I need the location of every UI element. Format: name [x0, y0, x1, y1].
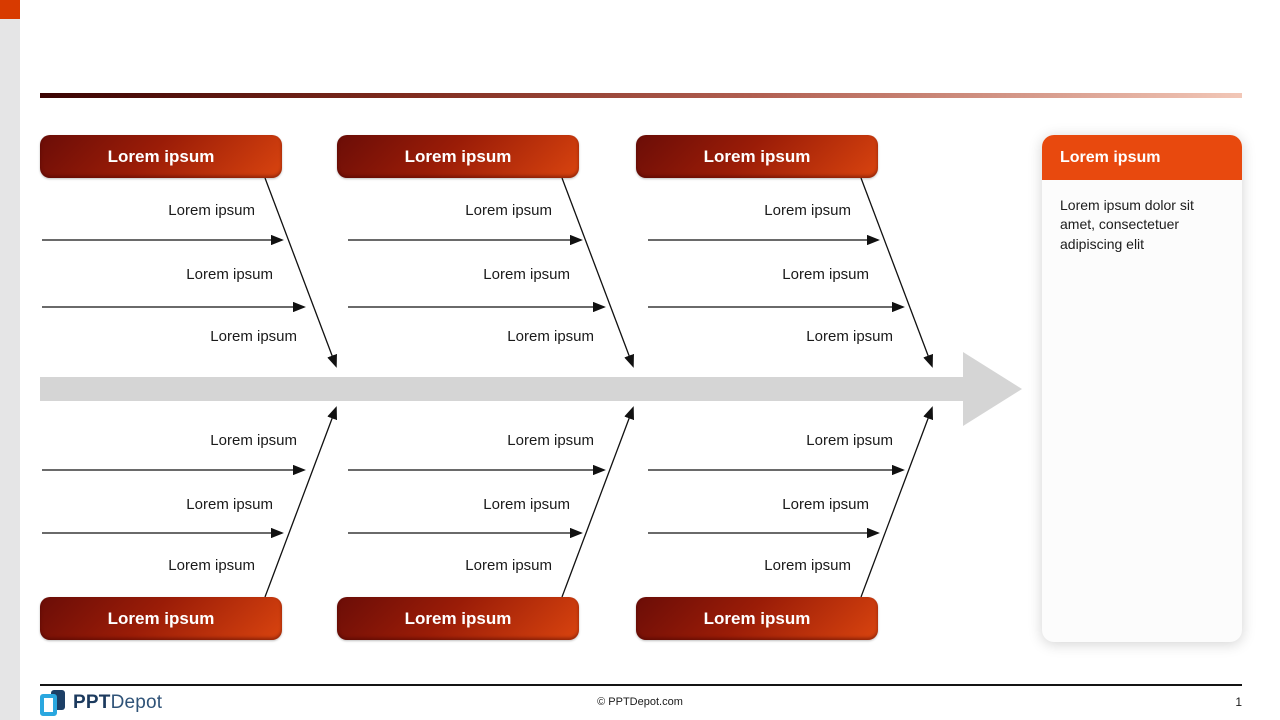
pptdepot-logo-icon [40, 690, 65, 716]
cause-box-top-3: Lorem ipsum [636, 135, 878, 178]
top-gradient-rule [40, 93, 1242, 98]
branch-label: Lorem ipsum [483, 496, 570, 513]
page-number: 1 [1235, 695, 1242, 709]
branch-label: Lorem ipsum [507, 328, 594, 345]
diagonal-top-1 [264, 177, 337, 368]
info-panel-title: Lorem ipsum [1042, 135, 1242, 180]
branch-label: Lorem ipsum [806, 328, 893, 345]
branch-label: Lorem ipsum [782, 496, 869, 513]
cause-box-top-2: Lorem ipsum [337, 135, 579, 178]
branch-zone-bottom-1: Lorem ipsum Lorem ipsum Lorem ipsum [40, 430, 300, 585]
brand-name: PPTDepot [73, 692, 162, 714]
diagonal-top-2 [561, 177, 634, 368]
diagonal-bottom-3 [860, 406, 933, 598]
cause-box-bottom-1: Lorem ipsum [40, 597, 282, 640]
branch-label: Lorem ipsum [210, 432, 297, 449]
footer-divider [40, 684, 1242, 686]
brand-name-light: Depot [110, 692, 163, 713]
branch-label: Lorem ipsum [465, 202, 552, 219]
branch-label: Lorem ipsum [483, 266, 570, 283]
corner-accent-square [0, 0, 20, 19]
cause-box-bottom-3: Lorem ipsum [636, 597, 878, 640]
branch-zone-top-2: Lorem ipsum Lorem ipsum Lorem ipsum [337, 195, 597, 355]
left-edge-strip [0, 19, 20, 720]
diagonal-top-3 [860, 177, 933, 368]
branch-label: Lorem ipsum [507, 432, 594, 449]
diagonal-bottom-2 [561, 406, 634, 598]
brand-logo: PPTDepot [40, 690, 162, 716]
branch-label: Lorem ipsum [168, 557, 255, 574]
branch-label: Lorem ipsum [782, 266, 869, 283]
branch-label: Lorem ipsum [186, 266, 273, 283]
branch-zone-top-3: Lorem ipsum Lorem ipsum Lorem ipsum [636, 195, 896, 355]
spine-arrow [40, 352, 1022, 426]
branch-label: Lorem ipsum [806, 432, 893, 449]
brand-name-bold: PPT [73, 692, 111, 713]
branch-label: Lorem ipsum [764, 202, 851, 219]
branch-zone-bottom-3: Lorem ipsum Lorem ipsum Lorem ipsum [636, 430, 896, 585]
info-panel: Lorem ipsum Lorem ipsum dolor sit amet, … [1042, 135, 1242, 642]
branch-label: Lorem ipsum [168, 202, 255, 219]
cause-box-bottom-2: Lorem ipsum [337, 597, 579, 640]
diagonal-bottom-1 [264, 406, 337, 598]
cause-box-top-1: Lorem ipsum [40, 135, 282, 178]
branch-label: Lorem ipsum [764, 557, 851, 574]
branch-zone-bottom-2: Lorem ipsum Lorem ipsum Lorem ipsum [337, 430, 597, 585]
branch-label: Lorem ipsum [210, 328, 297, 345]
branch-zone-top-1: Lorem ipsum Lorem ipsum Lorem ipsum [40, 195, 300, 355]
info-panel-body: Lorem ipsum dolor sit amet, consectetuer… [1060, 197, 1194, 252]
branch-label: Lorem ipsum [186, 496, 273, 513]
footer-copyright: © PPTDepot.com [597, 696, 683, 708]
branch-label: Lorem ipsum [465, 557, 552, 574]
logo-front-square [40, 694, 57, 716]
